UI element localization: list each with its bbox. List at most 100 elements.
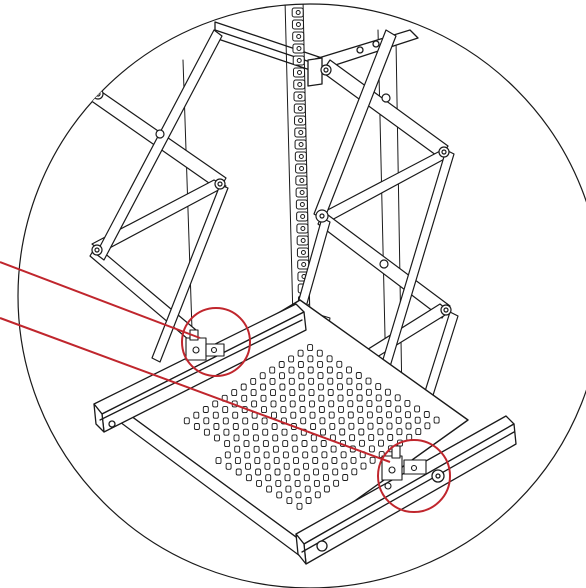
plate-hole — [358, 428, 365, 436]
plate-hole — [349, 434, 356, 442]
plate-hole — [396, 428, 403, 436]
chain-pin — [299, 202, 305, 207]
plate-hole — [369, 456, 376, 464]
plate-hole — [298, 372, 305, 380]
plate-hole — [404, 399, 411, 407]
plate-hole — [203, 428, 210, 436]
plate-hole — [251, 400, 258, 408]
plate-hole — [215, 457, 222, 465]
plate-hole — [273, 457, 280, 465]
plate-hole — [328, 411, 335, 419]
plate-hole — [298, 383, 305, 391]
plate-hole — [264, 462, 271, 470]
plate-hole — [375, 383, 382, 391]
plate-hole — [289, 400, 296, 408]
plate-hole — [275, 479, 282, 487]
chain-pin — [296, 58, 302, 63]
plate-hole — [263, 451, 270, 459]
plate-hole — [311, 445, 318, 453]
plate-hole — [326, 355, 333, 363]
plate-hole — [302, 451, 309, 459]
plate-hole — [261, 417, 268, 425]
magnifier-lens-outline — [17, 3, 586, 588]
chain-pin — [297, 82, 303, 87]
plate-hole — [320, 428, 326, 436]
plate-hole — [272, 445, 279, 453]
chain-pin — [299, 178, 305, 183]
plate-hole — [222, 417, 229, 425]
plate-hole — [212, 411, 219, 419]
chain-pin — [301, 262, 307, 267]
plate-hole — [347, 400, 354, 408]
plate-hole — [222, 406, 229, 414]
plate-hole — [270, 389, 276, 397]
plate-hole — [303, 462, 309, 470]
plate-hole — [375, 394, 382, 402]
plate-hole — [300, 417, 307, 425]
plate-hole — [310, 423, 317, 430]
plate-hole — [183, 417, 190, 425]
plate-hole — [203, 417, 210, 425]
plate-hole — [307, 355, 314, 363]
plate-hole — [414, 405, 421, 413]
plate-hole — [319, 417, 326, 425]
chain-pin — [299, 166, 305, 171]
plate-hole — [281, 428, 288, 436]
plate-hole — [280, 406, 287, 414]
plate-hole — [286, 497, 293, 505]
chain-pin — [295, 22, 301, 27]
chain-pin — [300, 226, 306, 231]
plate-hole — [317, 372, 324, 380]
plate-hole — [386, 411, 392, 419]
plate-hole — [304, 485, 311, 493]
plate-hole — [337, 383, 343, 391]
plate-hole — [333, 479, 340, 487]
plate-hole — [308, 389, 315, 397]
chain-pin — [300, 250, 306, 255]
plate-hole — [266, 485, 273, 493]
plate-hole — [274, 468, 281, 476]
plate-hole — [404, 411, 411, 419]
plate-hole — [193, 423, 200, 430]
plate-hole — [338, 417, 345, 425]
plate-hole — [360, 462, 367, 470]
plate-hole — [269, 366, 276, 374]
plate-hole — [233, 434, 240, 442]
plate-hole — [242, 428, 249, 436]
plate-hole — [342, 474, 349, 481]
plate-hole — [271, 423, 278, 430]
plate-hole — [336, 372, 343, 380]
plate-hole — [415, 428, 422, 436]
plate-hole — [322, 462, 329, 470]
plate-hole — [282, 451, 289, 459]
plate-hole — [288, 366, 295, 374]
plate-hole — [271, 411, 277, 419]
plate-hole — [259, 372, 266, 380]
plate-hole — [327, 389, 334, 396]
plate-hole — [414, 416, 421, 424]
plate-hole — [235, 468, 242, 476]
chain-pin — [300, 214, 306, 219]
plate-hole — [366, 411, 373, 419]
plate-hole — [272, 434, 279, 442]
chain-pin — [298, 118, 304, 123]
plate-hole — [303, 474, 310, 482]
plate-hole — [336, 360, 343, 368]
plate-hole — [365, 388, 372, 396]
plate-hole — [384, 388, 391, 396]
plate-hole — [378, 439, 384, 447]
plate-hole — [231, 389, 238, 397]
plate-hole — [313, 479, 320, 487]
plate-hole — [283, 462, 290, 470]
plate-hole — [357, 417, 364, 425]
back-scissor-arms — [89, 29, 229, 363]
plate-hole — [331, 457, 338, 464]
plate-hole — [341, 462, 348, 470]
plate-hole — [355, 372, 362, 379]
plate-hole — [337, 394, 344, 402]
plate-hole — [242, 417, 249, 425]
chain-pin — [296, 70, 302, 75]
chain-pin — [300, 238, 306, 243]
plate-hole — [224, 440, 231, 448]
plate-hole — [313, 468, 319, 476]
